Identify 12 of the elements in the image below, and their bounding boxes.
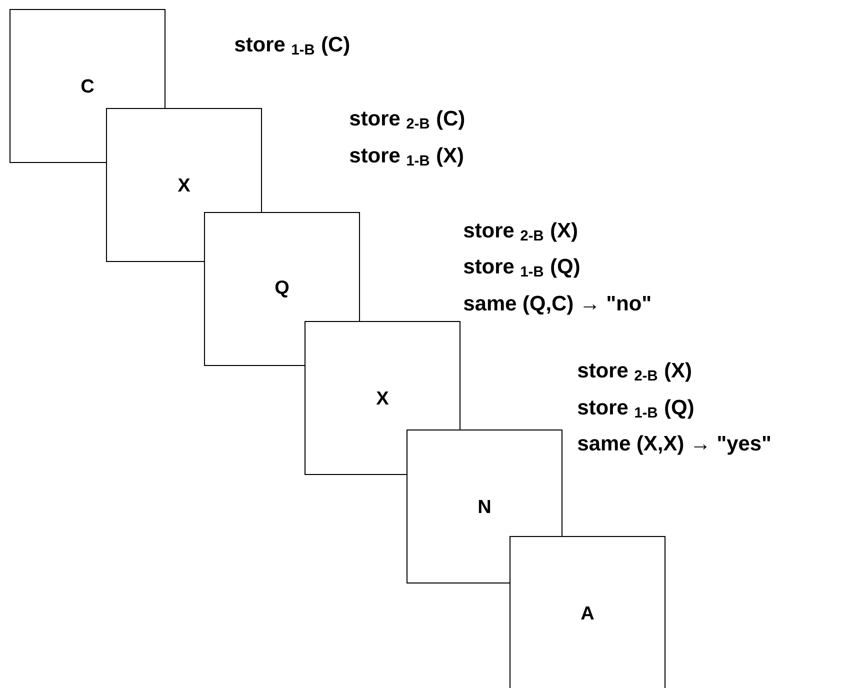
operation-label: store $_{1-B}$ (Q) bbox=[578, 399, 694, 419]
operation-label: store $_{2-B}$ (C) bbox=[350, 110, 464, 130]
stimulus-square: X bbox=[304, 321, 460, 475]
operation-label: store $_{1-B}$ (X) bbox=[350, 147, 463, 167]
operation-label: store $_{2-B}$ (X) bbox=[578, 362, 691, 382]
operation-label: store $_{1-B}$ (Q) bbox=[464, 258, 580, 278]
operation-label: store $_{2-B}$ (X) bbox=[464, 222, 577, 242]
stimulus-square: A bbox=[510, 536, 666, 688]
stimulus-square: Q bbox=[204, 212, 360, 366]
stimulus-square: N bbox=[406, 430, 562, 584]
operation-label: store $_{1-B}$ (C) bbox=[234, 36, 350, 56]
operation-label: same (Q,C) → "no" bbox=[464, 295, 650, 315]
